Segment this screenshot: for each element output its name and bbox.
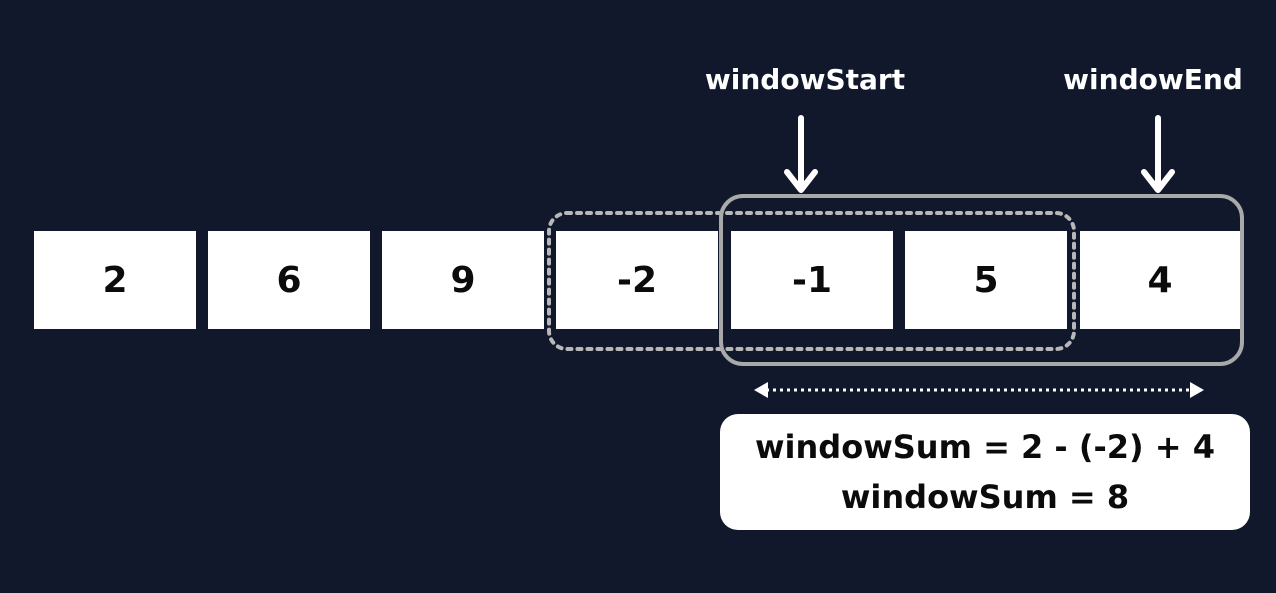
window-sum-box: windowSum = 2 - (-2) + 4 windowSum = 8 — [720, 414, 1250, 530]
window-start-arrow-icon — [784, 115, 818, 193]
window-end-arrow-icon — [1141, 115, 1175, 193]
window-sum-result: windowSum = 8 — [840, 478, 1130, 516]
array-cell: 9 — [382, 231, 544, 329]
array-cell: 2 — [34, 231, 196, 329]
array-cell: 6 — [208, 231, 370, 329]
window-width-arrow-icon — [754, 382, 1204, 398]
array-cell: -2 — [556, 231, 718, 329]
window-sum-formula: windowSum = 2 - (-2) + 4 — [754, 428, 1215, 466]
window-start-label: windowStart — [704, 63, 906, 96]
array-cell: 4 — [1080, 231, 1240, 329]
array-cell: 5 — [905, 231, 1067, 329]
array-cell: -1 — [731, 231, 893, 329]
window-end-label: windowEnd — [1063, 63, 1243, 96]
